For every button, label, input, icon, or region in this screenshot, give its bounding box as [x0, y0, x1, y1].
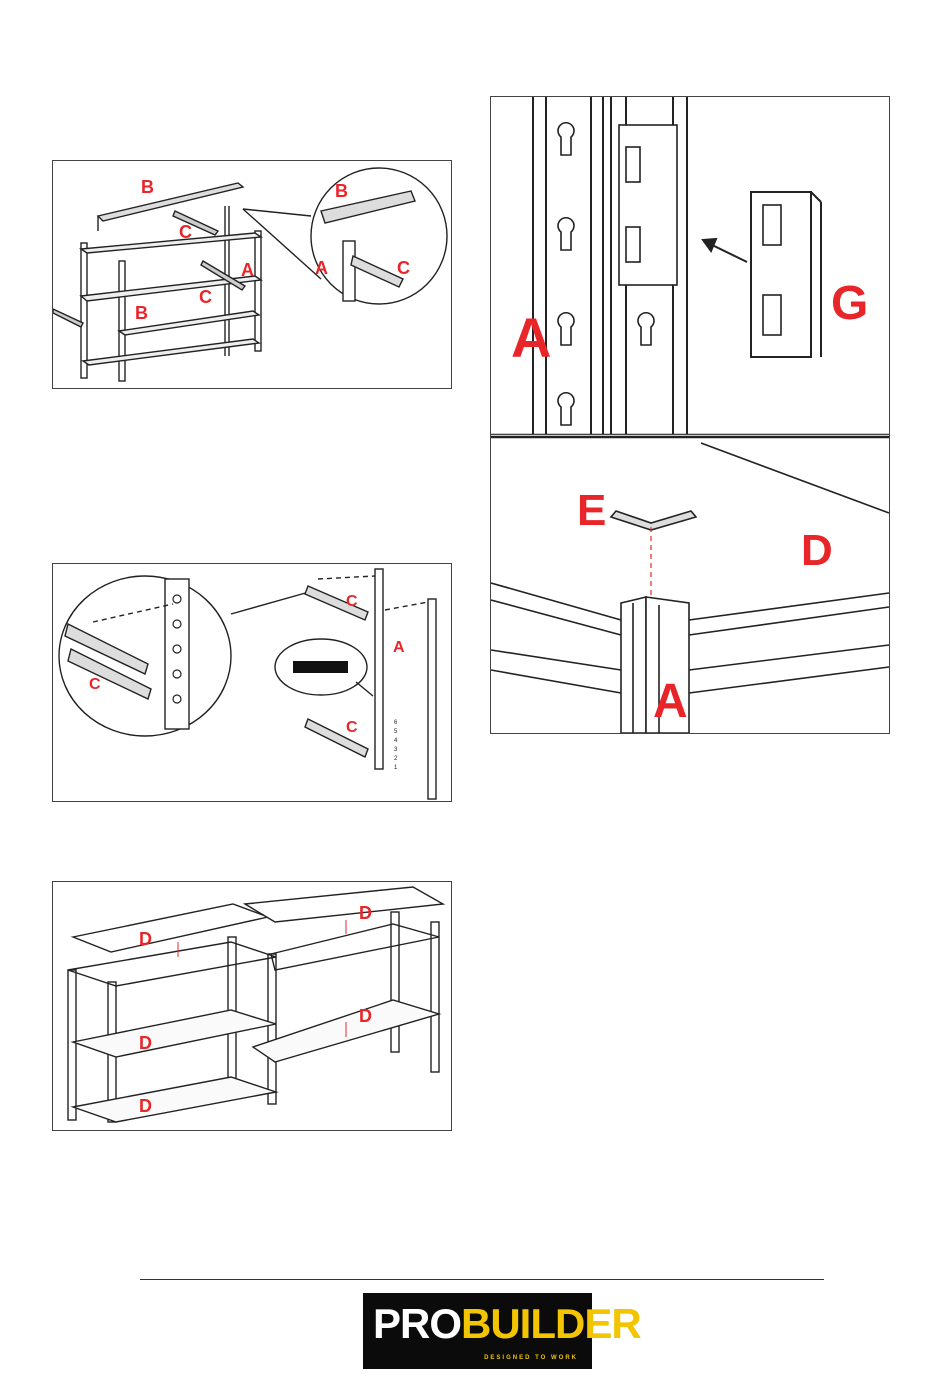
label-a: A — [653, 675, 688, 728]
label-e: E — [577, 486, 606, 535]
label-d-right-mid: D — [359, 1006, 372, 1026]
zoom-label-a: A — [315, 258, 328, 278]
logo-builder: BUILDER — [461, 1300, 641, 1347]
hole-number-6: 6 — [394, 720, 398, 726]
label-a: A — [393, 639, 405, 656]
label-a: A — [241, 260, 254, 280]
figure-2-beam-to-upright: C A C C 6 5 4 3 2 1 — [52, 563, 452, 802]
label-c-mid: C — [199, 287, 212, 307]
label-g: G — [831, 277, 868, 330]
hole-number-1: 1 — [394, 765, 398, 771]
label-c-top: C — [346, 593, 358, 610]
hole-number-5: 5 — [394, 729, 398, 735]
connector-clip-drawing: A G — [491, 97, 889, 435]
logo-tagline: DESIGNED TO WORK — [484, 1355, 578, 1361]
footer-rule — [140, 1279, 824, 1280]
black-bar — [293, 661, 348, 673]
label-d: D — [801, 526, 833, 575]
label-b-top: B — [141, 177, 154, 197]
logo-pro: PRO — [373, 1300, 461, 1347]
frame-assembly-drawing: B C A C B B A C — [53, 161, 451, 388]
shelf-boards-drawing: D D D D D — [53, 882, 451, 1130]
figure-3-shelf-boards: D D D D D — [52, 881, 452, 1131]
label-d-left-top: D — [139, 929, 152, 949]
beam-to-upright-drawing: C A C C 6 5 4 3 2 1 — [53, 564, 451, 801]
label-d-left-bottom: D — [139, 1096, 152, 1116]
probuilder-logo: PROBUILDER DESIGNED TO WORK — [363, 1293, 592, 1369]
figure-5-corner-cap: E D A — [490, 434, 890, 734]
zoom-label-c: C — [89, 676, 101, 693]
figure-1-frame-assembly: B C A C B B A C — [52, 160, 452, 389]
label-d-left-mid: D — [139, 1033, 152, 1053]
logo-wordmark: PROBUILDER — [373, 1299, 641, 1349]
hole-number-2: 2 — [394, 756, 398, 762]
zoom-label-c: C — [397, 258, 410, 278]
label-d-right-top: D — [359, 903, 372, 923]
figure-4-connector-clip: A G — [490, 96, 890, 436]
label-c-top: C — [179, 222, 192, 242]
label-c-bottom: C — [346, 719, 358, 736]
zoom-label-b: B — [335, 181, 348, 201]
hole-number-3: 3 — [394, 747, 398, 753]
corner-cap-drawing: E D A — [491, 435, 889, 733]
label-a: A — [511, 306, 551, 369]
label-b-mid: B — [135, 303, 148, 323]
hole-number-4: 4 — [394, 738, 398, 744]
